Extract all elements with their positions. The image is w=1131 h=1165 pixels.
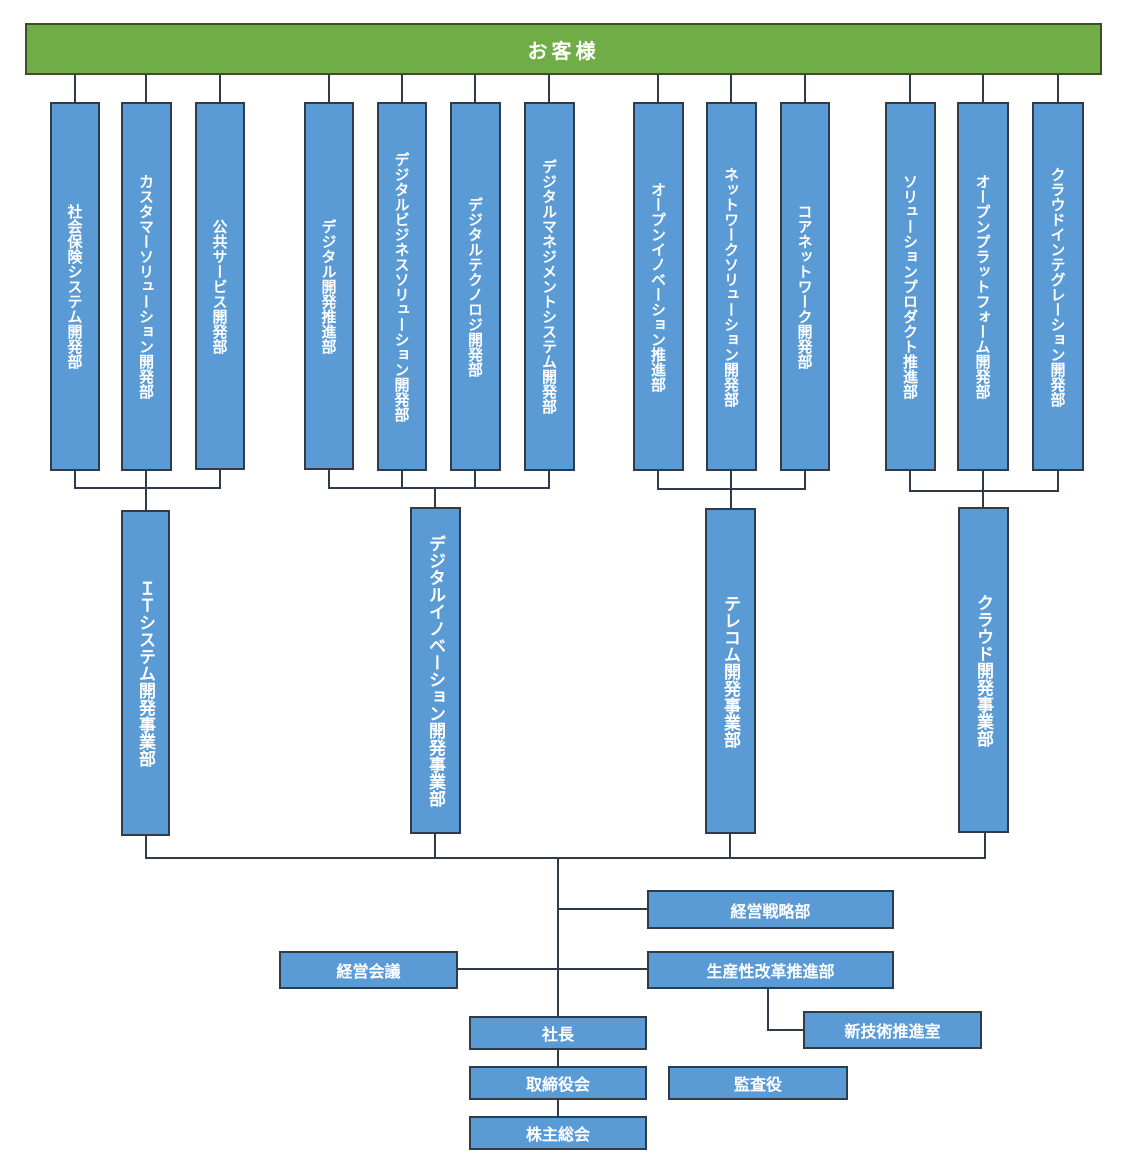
productivity-label: 生産性改革推進部 xyxy=(706,962,835,981)
strategy-label: 経営戦略部 xyxy=(730,901,811,921)
division-box: クラウド開発事業部 xyxy=(958,507,1009,833)
division-label: クラウド開発事業部 xyxy=(973,593,993,747)
dept-box: 公共サービス開発部 xyxy=(195,102,245,470)
president-box: 社長 xyxy=(469,1016,647,1050)
customer-label: お客様 xyxy=(527,38,600,63)
new-tech-box: 新技術推進室 xyxy=(803,1011,982,1049)
dept-label: デジタルテクノロジ開発部 xyxy=(466,196,484,377)
shareholders-box: 株主総会 xyxy=(469,1116,647,1150)
division-label: デジタルイノベーション開発事業部 xyxy=(425,534,445,807)
dept-box: 社会保険システム開発部 xyxy=(50,102,100,471)
dept-label: 社会保険システム開発部 xyxy=(65,204,84,369)
board-box: 取締役会 xyxy=(469,1066,647,1100)
strategy-box: 経営戦略部 xyxy=(647,890,894,929)
dept-box: ネットワークソリューション開発部 xyxy=(706,102,757,471)
dept-label: クラウドインテグレーション開発部 xyxy=(1048,166,1067,407)
division-label: ＩＴシステム開発事業部 xyxy=(135,579,155,767)
customer-box: お客様 xyxy=(25,23,1102,75)
dept-box: コアネットワーク開発部 xyxy=(780,102,830,471)
board-label: 取締役会 xyxy=(525,1075,590,1094)
dept-label: コアネットワーク開発部 xyxy=(795,204,814,369)
dept-box: オープンイノベーション推進部 xyxy=(633,102,684,471)
dept-box: クラウドインテグレーション開発部 xyxy=(1032,102,1084,471)
dept-box: オープンプラットフォーム開発部 xyxy=(957,102,1009,471)
division-box: デジタルイノベーション開発事業部 xyxy=(410,507,461,834)
meeting-box: 経営会議 xyxy=(279,951,458,989)
new-tech-label: 新技術推進室 xyxy=(844,1022,941,1041)
dept-label: オープンイノベーション推進部 xyxy=(649,181,667,392)
dept-box: カスタマーソリューション開発部 xyxy=(121,102,172,471)
president-label: 社長 xyxy=(541,1025,574,1044)
auditor-box: 監査役 xyxy=(668,1066,848,1100)
auditor-label: 監査役 xyxy=(733,1075,782,1094)
division-label: テレコム開発事業部 xyxy=(720,594,740,748)
dept-label: デジタルビジネスソリューション開発部 xyxy=(392,151,411,422)
dept-box: ソリューションプロダクト推進部 xyxy=(885,102,936,471)
dept-label: ネットワークソリューション開発部 xyxy=(722,166,740,407)
shareholders-label: 株主総会 xyxy=(525,1125,590,1144)
dept-label: デジタル開発推進部 xyxy=(319,218,338,354)
dept-box: デジタルテクノロジ開発部 xyxy=(450,102,501,471)
dept-label: 公共サービス開発部 xyxy=(210,218,229,354)
dept-label: ソリューションプロダクト推進部 xyxy=(901,174,919,399)
division-box: テレコム開発事業部 xyxy=(705,508,756,834)
dept-label: オープンプラットフォーム開発部 xyxy=(973,174,992,399)
productivity-box: 生産性改革推進部 xyxy=(647,951,894,989)
meeting-label: 経営会議 xyxy=(336,962,401,981)
dept-label: カスタマーソリューション開発部 xyxy=(137,174,155,399)
division-box: ＩＴシステム開発事業部 xyxy=(121,510,170,836)
dept-box: デジタル開発推進部 xyxy=(304,102,354,470)
dept-label: デジタルマネジメントシステム開発部 xyxy=(540,159,558,414)
dept-box: デジタルビジネスソリューション開発部 xyxy=(377,102,427,471)
dept-box: デジタルマネジメントシステム開発部 xyxy=(524,102,575,471)
